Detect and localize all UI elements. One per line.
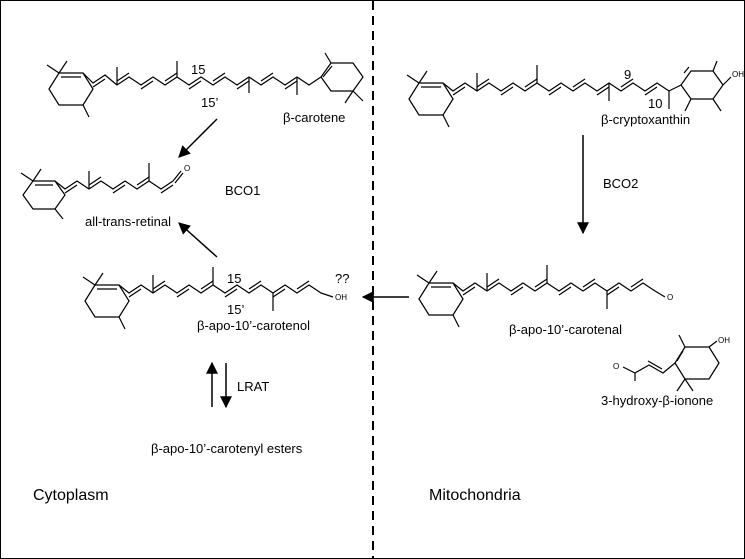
carotenal-structure xyxy=(416,265,666,328)
atom-oh-cryptoxanthin: OH xyxy=(732,70,744,79)
arrow-carotenol-to-retinal xyxy=(178,222,218,258)
enzyme-bco2: BCO2 xyxy=(603,176,639,191)
position-10: 10 xyxy=(648,96,663,111)
enzyme-lrat: LRAT xyxy=(237,379,270,394)
enzyme-bco1: BCO1 xyxy=(225,183,261,198)
label-ionone: 3-hydroxy-β-ionone xyxy=(601,393,714,408)
carotenol-structure xyxy=(82,267,334,330)
label-carotenol: β-apo-10’-carotenol xyxy=(197,318,310,333)
position-15-carotenol: 15 xyxy=(227,271,242,286)
beta-carotene-structure xyxy=(46,52,364,118)
position-9: 9 xyxy=(624,67,632,82)
compartment-label-mitochondria: Mitochondria xyxy=(429,487,521,504)
atom-o-ionone: O xyxy=(613,362,620,371)
position-15p-carotene: 15’ xyxy=(201,95,219,110)
label-beta-carotene: β-carotene xyxy=(283,110,346,125)
position-15-carotene: 15 xyxy=(191,62,206,77)
compartment-label-cytoplasm: Cytoplasm xyxy=(33,487,109,504)
cryptoxanthin-structure xyxy=(406,60,732,128)
atom-oh-ionone: OH xyxy=(718,336,730,345)
label-esters: β-apo-10’-carotenyl esters xyxy=(151,441,303,456)
atom-oh-carotenol: OH xyxy=(335,293,347,302)
retinal-structure xyxy=(20,163,184,220)
arrow-bco1-cleavage xyxy=(178,118,218,158)
label-retinal: all-trans-retinal xyxy=(85,214,171,229)
ionone-structure xyxy=(622,334,720,392)
label-carotenal: β-apo-10’-carotenal xyxy=(509,322,622,337)
atom-o-retinal: O xyxy=(184,164,191,173)
position-15p-carotenol: 15’ xyxy=(227,302,245,317)
enzyme-unknown: ?? xyxy=(335,271,350,286)
label-cryptoxanthin: β-cryptoxanthin xyxy=(601,112,691,127)
atom-o-carotenal: O xyxy=(667,293,674,302)
